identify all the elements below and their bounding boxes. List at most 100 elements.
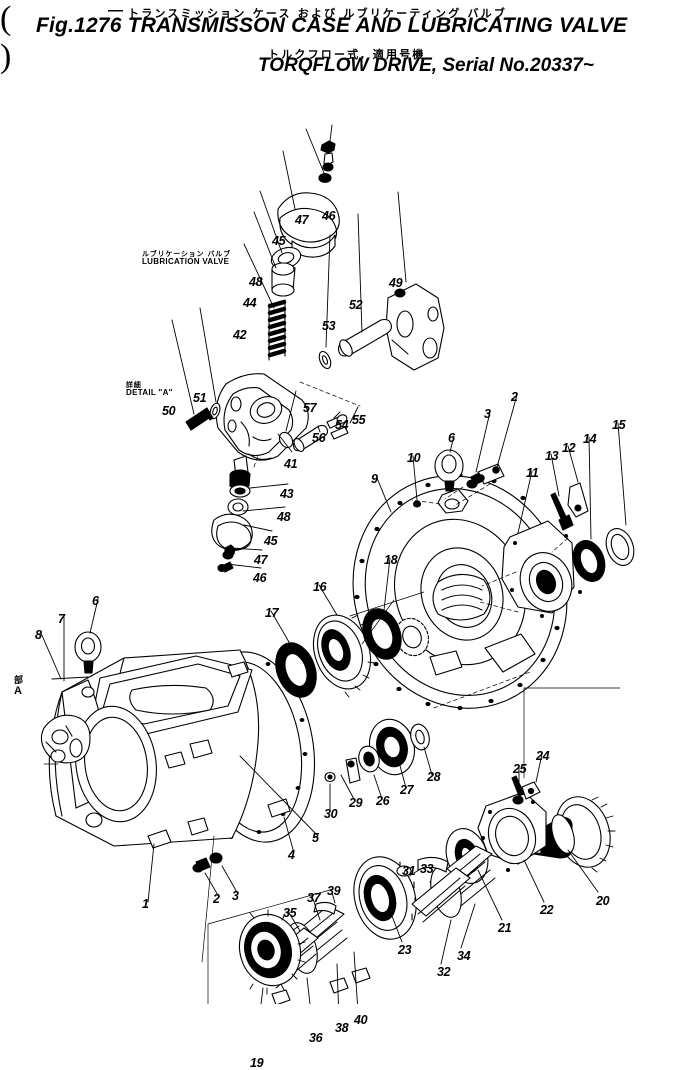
- detail-a-assembly: [211, 455, 253, 573]
- part-31-ring: [396, 865, 412, 877]
- assembly-axis-lines: [43, 591, 621, 1004]
- part-26-plate: [358, 745, 380, 773]
- part-50-bolt: [185, 407, 214, 431]
- part-57-plunger: [292, 424, 329, 452]
- callout-number-41: 41: [284, 457, 298, 471]
- callout-number-50: 50: [162, 404, 176, 418]
- callout-number-48: 48: [249, 275, 263, 289]
- part-38-tab: [329, 977, 349, 994]
- callout-number-42: 42: [233, 328, 247, 342]
- callout-number-8: 8: [35, 628, 42, 642]
- part-29-bracket: [345, 757, 361, 784]
- callout-number-32: 32: [437, 965, 451, 979]
- part-45-upper: [277, 192, 340, 258]
- subtitle-paren-close: ): [0, 38, 12, 75]
- part-10-pin: [412, 500, 422, 508]
- callout-number-2: 2: [213, 892, 220, 906]
- part-42-spring: [267, 299, 287, 361]
- part-41-valve-body: [215, 373, 309, 461]
- callout-number-45: 45: [264, 534, 278, 548]
- a-part-marker-roman: A: [14, 685, 23, 698]
- part-27-flange: [368, 718, 416, 776]
- part-25-bolt: [511, 775, 525, 805]
- callout-number-7: 7: [58, 612, 65, 626]
- part-39-tab: [313, 901, 337, 915]
- callout-number-44: 44: [243, 296, 257, 310]
- part-47-upper: [318, 172, 332, 184]
- part-36-tab: [271, 989, 291, 1004]
- callout-number-35: 35: [283, 906, 297, 920]
- lubrication-valve-label-kana: ルブリケーション バルブ: [142, 250, 231, 258]
- part-6-eyebolt-upper: [434, 449, 464, 492]
- callout-number-20: 20: [596, 894, 610, 908]
- callout-number-1: 1: [142, 897, 149, 911]
- part-49-bracket: [385, 283, 445, 371]
- a-part-marker: 部 A: [14, 676, 24, 698]
- callout-number-26: 26: [376, 794, 390, 808]
- part-11-retainer: [501, 520, 582, 618]
- callout-number-56: 56: [312, 431, 326, 445]
- callout-number-2: 2: [511, 390, 518, 404]
- callout-number-54: 54: [335, 418, 349, 432]
- part-40-tab: [351, 967, 371, 984]
- callout-number-53: 53: [322, 319, 336, 333]
- callout-number-14: 14: [583, 432, 597, 446]
- callout-number-39: 39: [327, 884, 341, 898]
- callout-number-12: 12: [562, 441, 576, 455]
- callout-number-9: 9: [371, 472, 378, 486]
- part-54-clip: [326, 414, 348, 429]
- part-53-washer: [318, 350, 332, 370]
- part-52-tube: [337, 318, 392, 357]
- part-32-plate-stack: [411, 867, 471, 923]
- callout-number-6: 6: [448, 431, 455, 445]
- part-16-gear: [312, 614, 377, 698]
- callout-number-3: 3: [232, 889, 239, 903]
- lubrication-valve-label: ルブリケーション バルブ LUBRICATION VALVE: [142, 250, 231, 267]
- a-part-marker-kana: 部: [14, 676, 24, 686]
- title-japanese: トランスミッション ケース および ルブリケーティング バルブ: [128, 7, 508, 20]
- part-4-tab: [267, 798, 291, 818]
- callout-number-31: 31: [402, 864, 416, 878]
- part-15-snap-ring: [605, 528, 635, 566]
- callout-number-4: 4: [288, 848, 295, 862]
- part-14-seal: [572, 540, 606, 582]
- detail-a-label: 詳細 DETAIL "A": [126, 381, 173, 398]
- part-24-clamp: [521, 781, 541, 800]
- callout-number-55: 55: [352, 413, 366, 427]
- part-51-washer: [209, 402, 221, 420]
- part-3-bolt: [466, 472, 484, 489]
- part-30-pin: [324, 771, 336, 783]
- part-6-eyebolt-case: [74, 631, 102, 674]
- callout-number-23: 23: [398, 943, 412, 957]
- callout-number-40: 40: [354, 1013, 368, 1027]
- callout-number-46: 46: [253, 571, 267, 585]
- page-title: Fig.1276 TRANSMISSON CASE AND LUBRICATIN…: [36, 14, 627, 38]
- part-1-transmission-case: [40, 649, 316, 849]
- part-9-bell-housing: [352, 472, 568, 711]
- callout-number-22: 22: [540, 903, 554, 917]
- leader-lines: [40, 124, 627, 1004]
- callout-number-5: 5: [312, 831, 319, 845]
- callout-number-37: 37: [307, 891, 321, 905]
- part-5-tab: [227, 661, 249, 678]
- callout-number-16: 16: [313, 580, 327, 594]
- callout-number-13: 13: [545, 449, 559, 463]
- callout-number-45: 45: [272, 234, 286, 248]
- subtitle-english: TORQFLOW DRIVE, Serial No.20337~: [258, 55, 594, 76]
- detail-a-label-roman: DETAIL "A": [126, 388, 173, 398]
- part-22-retainer-plate: [477, 791, 548, 872]
- case-front-boss: [40, 714, 91, 764]
- callout-number-36: 36: [309, 1031, 323, 1045]
- callout-number-6: 6: [92, 594, 99, 608]
- callout-number-21: 21: [498, 921, 512, 935]
- callout-number-24: 24: [536, 749, 550, 763]
- callout-number-10: 10: [407, 451, 421, 465]
- part-7-gasket-edge: [51, 676, 89, 680]
- detail-a-label-kana: 詳細: [126, 381, 142, 389]
- part-3-washer-lower: [209, 852, 223, 864]
- callout-number-11: 11: [526, 466, 539, 480]
- callout-number-47: 47: [254, 553, 268, 567]
- part-33-hub: [417, 856, 449, 873]
- projection-lines: [253, 381, 569, 709]
- part-55-clip: [330, 426, 349, 440]
